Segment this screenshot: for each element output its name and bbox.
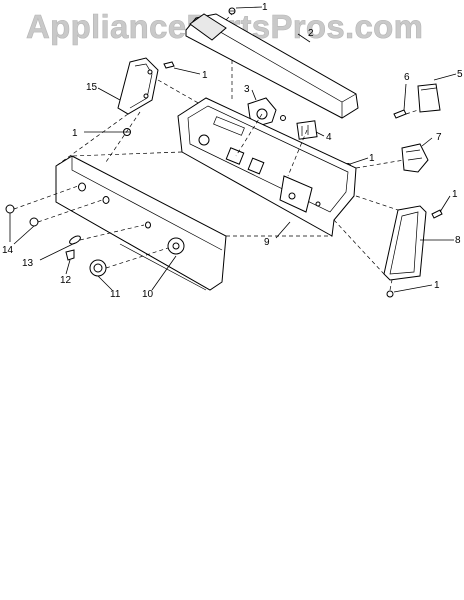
callout-2: 2 xyxy=(308,28,314,39)
callout-15: 15 xyxy=(86,82,98,93)
screw-icon xyxy=(228,7,236,15)
callout-14: 14 xyxy=(2,245,14,256)
part-10-front-panel xyxy=(55,155,227,291)
clip-icon xyxy=(431,209,443,219)
callout-12: 12 xyxy=(60,275,72,286)
callout-3: 3 xyxy=(244,84,250,95)
part-12-button xyxy=(65,249,75,261)
part-15-left-end-cap xyxy=(117,57,159,115)
leader-lines xyxy=(9,6,457,293)
callout-11: 11 xyxy=(110,289,121,300)
callout-9: 9 xyxy=(264,237,270,248)
part-8-right-end-cap xyxy=(383,205,427,281)
part-9-backplate xyxy=(177,97,357,237)
part-7-control-module xyxy=(401,143,429,173)
callout-1: 1 xyxy=(72,128,78,139)
callout-6: 6 xyxy=(404,72,410,83)
callout-1: 1 xyxy=(452,189,458,200)
callout-5: 5 xyxy=(457,69,463,80)
screw-icon xyxy=(123,128,131,136)
callout-13: 13 xyxy=(22,258,34,269)
callout-7: 7 xyxy=(436,132,442,143)
clip-icon xyxy=(163,61,175,69)
callout-4: 4 xyxy=(326,132,332,143)
callout-1: 1 xyxy=(434,280,440,291)
part-3-timer xyxy=(247,97,286,127)
screw-icon xyxy=(386,290,394,298)
part-14-button xyxy=(5,204,39,227)
part-2-console-cap xyxy=(185,13,359,119)
part-5-plate xyxy=(417,83,441,113)
callout-labels: 1 2 1 15 1 3 4 6 5 7 1 9 1 8 1 10 11 12 … xyxy=(2,2,463,300)
callout-1: 1 xyxy=(202,70,208,81)
callout-1: 1 xyxy=(369,153,375,164)
part-6-screw xyxy=(393,109,407,119)
callout-10: 10 xyxy=(142,289,154,300)
part-13-lens xyxy=(69,235,81,245)
part-11-knob xyxy=(89,259,107,277)
callout-1: 1 xyxy=(262,2,268,13)
alignment-lines xyxy=(13,13,419,291)
callout-8: 8 xyxy=(455,235,461,246)
